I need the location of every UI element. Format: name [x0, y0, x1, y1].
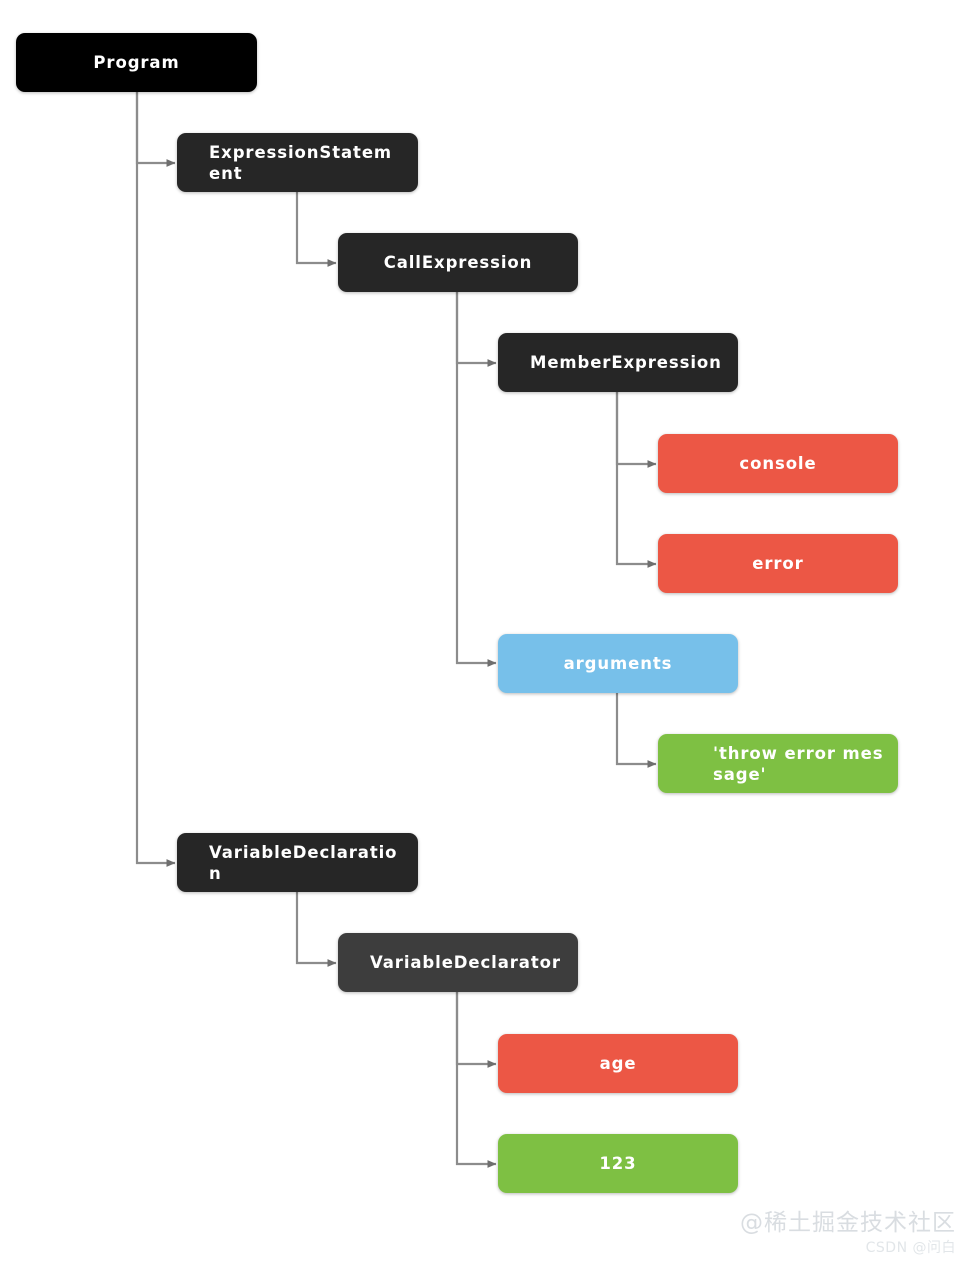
- ast-node-label: MemberExpression: [530, 353, 722, 372]
- edge-program-to-expression-statement: [135, 92, 176, 167]
- edge-program-to-variable-declaration: [135, 92, 176, 867]
- ast-node-label: CallExpression: [383, 253, 533, 272]
- ast-node-error[interactable]: error: [658, 534, 898, 593]
- ast-node-label: error: [752, 554, 804, 573]
- edge-member-expression-to-console: [615, 392, 657, 468]
- edge-arguments-to-throw-error-message: [615, 693, 657, 768]
- ast-node-throw-error-message[interactable]: 'throw error message': [658, 734, 898, 793]
- ast-node-label: VariableDeclarator: [370, 953, 561, 972]
- watermark-primary-text: @稀土掘金技术社区: [740, 1210, 956, 1236]
- watermark-secondary-text: CSDN @问白: [865, 1240, 956, 1256]
- ast-node-label: 'throw error message': [713, 743, 884, 784]
- edge-variable-declaration-to-variable-declarator: [295, 892, 337, 967]
- edge-expression-statement-to-call-expression: [295, 192, 337, 267]
- ast-node-label: 123: [599, 1154, 637, 1173]
- ast-node-call-expression[interactable]: CallExpression: [338, 233, 578, 292]
- edge-paths: [135, 92, 657, 1168]
- watermark: @稀土掘金技术社区 CSDN @问白: [740, 1208, 956, 1258]
- ast-node-variable-declarator[interactable]: VariableDeclarator: [338, 933, 578, 992]
- ast-node-age[interactable]: age: [498, 1034, 738, 1093]
- ast-node-console[interactable]: console: [658, 434, 898, 493]
- ast-node-label: arguments: [563, 654, 673, 673]
- edge-variable-declarator-to-number-123: [455, 992, 497, 1168]
- ast-node-variable-declaration[interactable]: VariableDeclaration: [177, 833, 418, 892]
- ast-node-label: ExpressionStatement: [209, 142, 393, 183]
- ast-node-number-123[interactable]: 123: [498, 1134, 738, 1193]
- ast-node-member-expression[interactable]: MemberExpression: [498, 333, 738, 392]
- edge-variable-declarator-to-age: [455, 992, 497, 1068]
- ast-node-label: VariableDeclaration: [209, 842, 398, 883]
- ast-node-arguments[interactable]: arguments: [498, 634, 738, 693]
- edge-call-expression-to-member-expression: [455, 292, 497, 367]
- edge-call-expression-to-arguments: [455, 292, 497, 667]
- ast-node-label: console: [739, 454, 817, 473]
- ast-node-program[interactable]: Program: [16, 33, 257, 92]
- ast-node-expression-statement[interactable]: ExpressionStatement: [177, 133, 418, 192]
- ast-node-label: age: [599, 1054, 637, 1073]
- edge-member-expression-to-error: [615, 392, 657, 568]
- ast-node-label: Program: [93, 53, 180, 72]
